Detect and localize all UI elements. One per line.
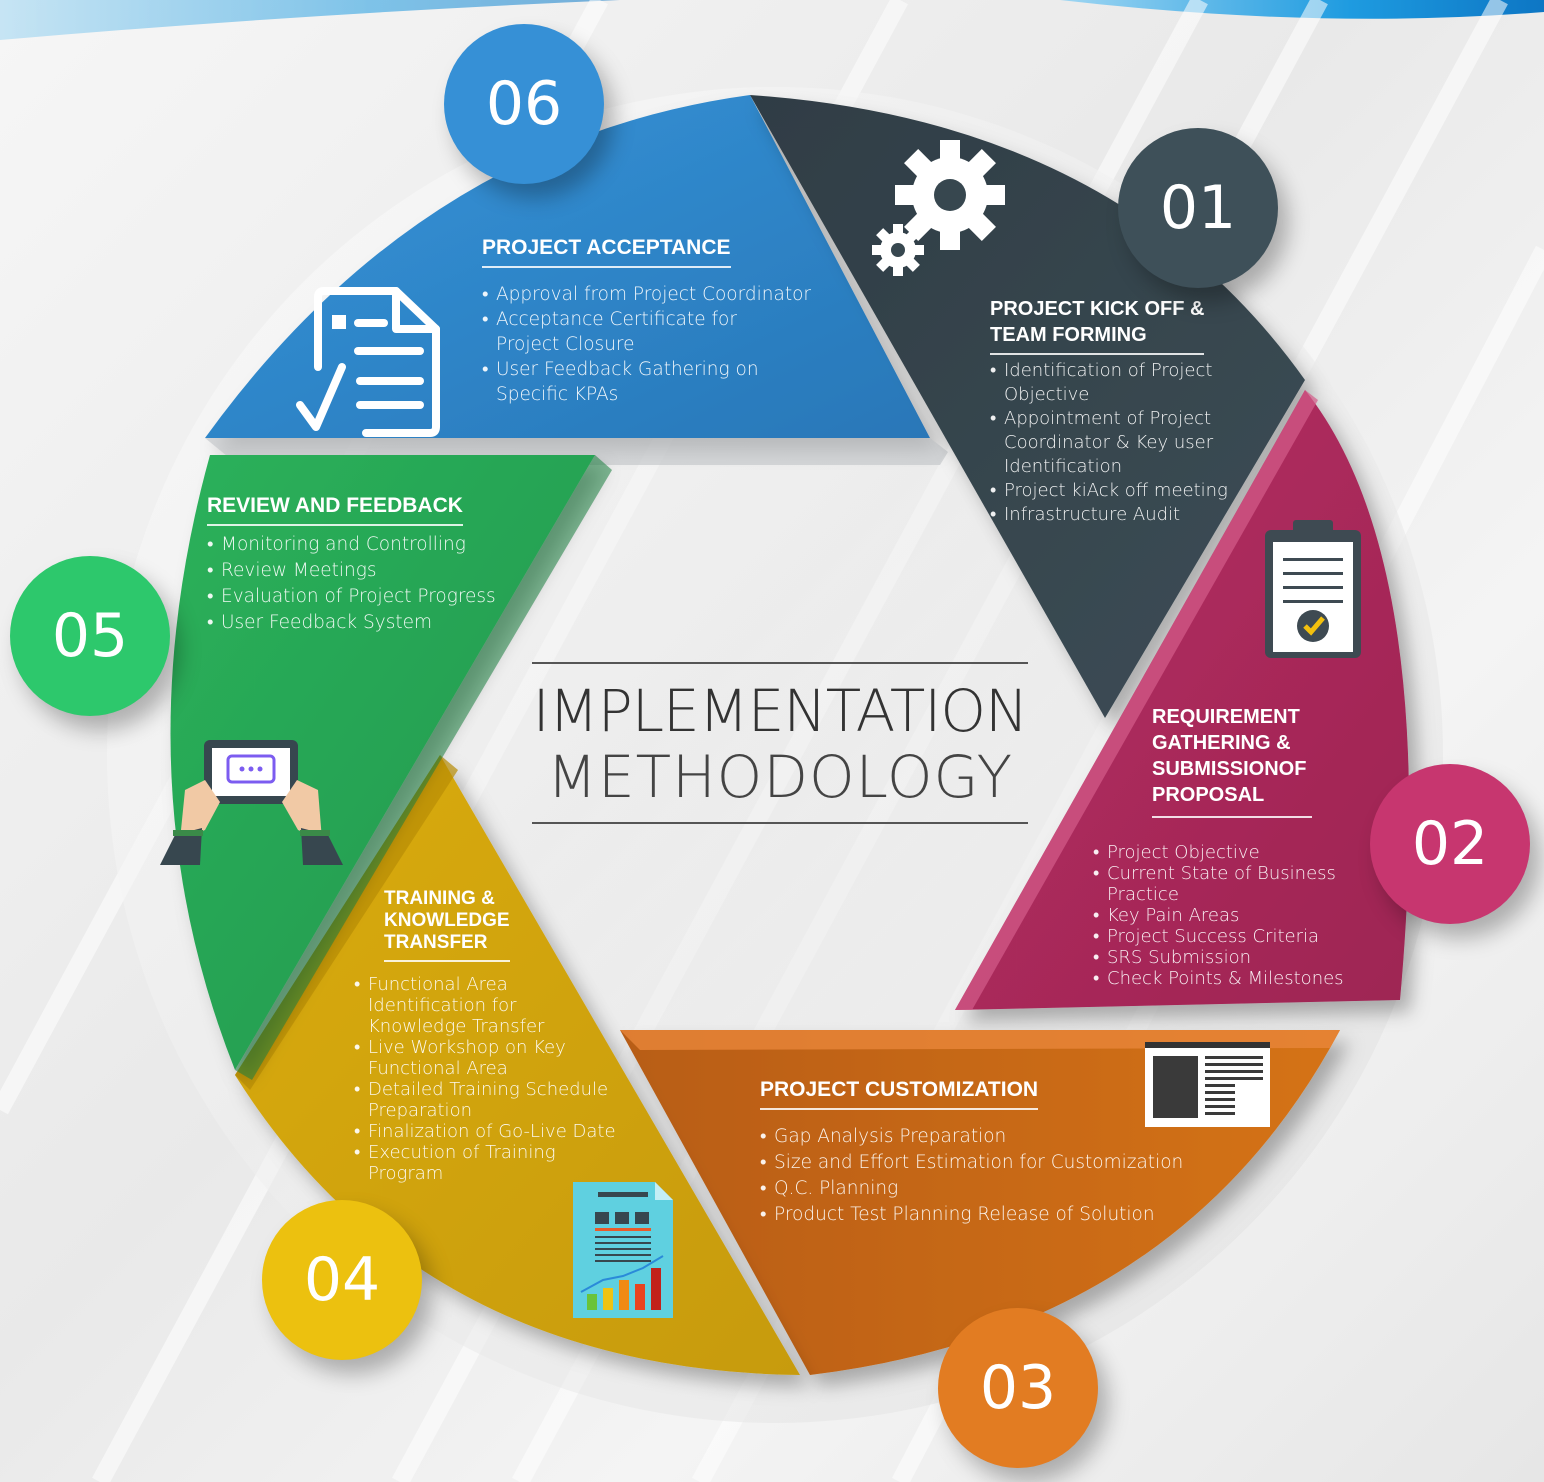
step-01-number-badge: 01 [1118,128,1278,288]
list-item: Approval from Project Coordinator [482,282,842,307]
heading-line: KNOWLEDGE [384,910,510,931]
report-chart-icon [573,1182,673,1318]
list-item: Gap Analysis Preparation [760,1124,1200,1150]
step-06-bullets: Approval from Project Coordinator Accept… [482,282,842,407]
heading-line: SUBMISSIONOF [1152,758,1307,780]
title-line-1: IMPLEMENTATION [532,677,1029,745]
center-title: IMPLEMENTATION METHODOLOGY [532,662,1028,824]
step-02-heading: REQUIREMENT GATHERING & SUBMISSIONOF PRO… [1152,704,1312,818]
step-04-bullets: Functional Area Identification for Knowl… [354,974,624,1184]
title-line-2: METHODOLOGY [546,743,1014,811]
list-item: Review Meetings [207,558,517,584]
clipboard-check-icon [1265,520,1361,658]
tablet-chat-icon [160,740,343,865]
list-item: Size and Effort Estimation for Customiza… [760,1150,1200,1176]
list-item: Identification of Project Objective [990,359,1234,407]
list-item: Finalization of Go-Live Date [354,1121,624,1142]
list-item: Appointment of Project Coordinator & Key… [990,407,1244,479]
heading-line: PROJECT KICK OFF & [990,298,1205,320]
step-05-content: REVIEW AND FEEDBACK Monitoring and Contr… [207,492,517,636]
list-item: User Feedback Gathering on Specific KPAs [482,357,786,407]
step-02-content: REQUIREMENT GATHERING & SUBMISSIONOF PRO… [1152,704,1352,818]
list-item: Functional Area Identification for Knowl… [354,974,588,1037]
step-01-bullets: Identification of Project Objective Appo… [990,359,1240,527]
title-rule-bottom [532,822,1028,824]
list-item: Current State of Business Practice [1093,863,1347,905]
step-04-number-badge: 04 [262,1200,422,1360]
step-03-bullets: Gap Analysis Preparation Size and Effort… [760,1124,1200,1228]
step-01-content: PROJECT KICK OFF & TEAM FORMING Identifi… [990,296,1240,527]
heading-line: TEAM FORMING [990,324,1147,346]
list-item: Execution of Training Program [354,1142,578,1184]
heading-line: TRANSFER [384,932,488,953]
list-item: Check Points & Milestones [1093,968,1358,989]
heading-line: REQUIREMENT [1152,706,1300,728]
list-item: Infrastructure Audit [990,503,1240,527]
document-check-icon [296,287,440,437]
step-02-bullets-box: Project Objective Current State of Busin… [1093,834,1358,989]
heading-line: TRAINING & [384,888,495,909]
list-item: Acceptance Certificate for Project Closu… [482,307,776,357]
step-03-content: PROJECT CUSTOMIZATION Gap Analysis Prepa… [760,1076,1200,1228]
list-item: Project kiAck off meeting [990,479,1254,503]
list-item: Live Workshop on Key Functional Area [354,1037,588,1079]
step-01-heading: PROJECT KICK OFF & TEAM FORMING [990,296,1205,355]
step-05-bullets: Monitoring and Controlling Review Meetin… [207,532,517,636]
list-item: Q.C. Planning [760,1176,1200,1202]
step-02-number-badge: 02 [1370,764,1530,924]
list-item: Key Pain Areas [1093,905,1358,926]
step-05-heading: REVIEW AND FEEDBACK [207,492,463,526]
list-item: Project Objective [1093,842,1358,863]
document-layout-icon [1145,1042,1270,1127]
step-06-heading: PROJECT ACCEPTANCE [482,234,731,268]
heading-line: PROPOSAL [1152,784,1265,806]
heading-line: GATHERING & [1152,732,1291,754]
step-03-heading: PROJECT CUSTOMIZATION [760,1076,1039,1110]
small-gear-icon [872,224,924,276]
step-03-number-badge: 03 [938,1308,1098,1468]
list-item: User Feedback System [207,610,517,636]
step-06-number-badge: 06 [444,24,604,184]
list-item: Detailed Training Schedule Preparation [354,1079,618,1121]
list-item: Evaluation of Project Progress [207,584,517,610]
step-04-bullets-box: Functional Area Identification for Knowl… [354,966,624,1184]
step-05-number-badge: 05 [10,556,170,716]
title-rule-top [532,662,1028,664]
list-item: Product Test Planning Release of Solutio… [760,1202,1200,1228]
gears-icon [895,140,1005,250]
list-item: SRS Submission [1093,947,1358,968]
step-04-content: TRAINING & KNOWLEDGE TRANSFER [384,888,554,962]
list-item: Project Success Criteria [1093,926,1358,947]
step-04-heading: TRAINING & KNOWLEDGE TRANSFER [384,888,510,962]
step-06-content: PROJECT ACCEPTANCE Approval from Project… [482,234,842,407]
list-item: Monitoring and Controlling [207,532,517,558]
step-02-bullets: Project Objective Current State of Busin… [1093,842,1358,989]
